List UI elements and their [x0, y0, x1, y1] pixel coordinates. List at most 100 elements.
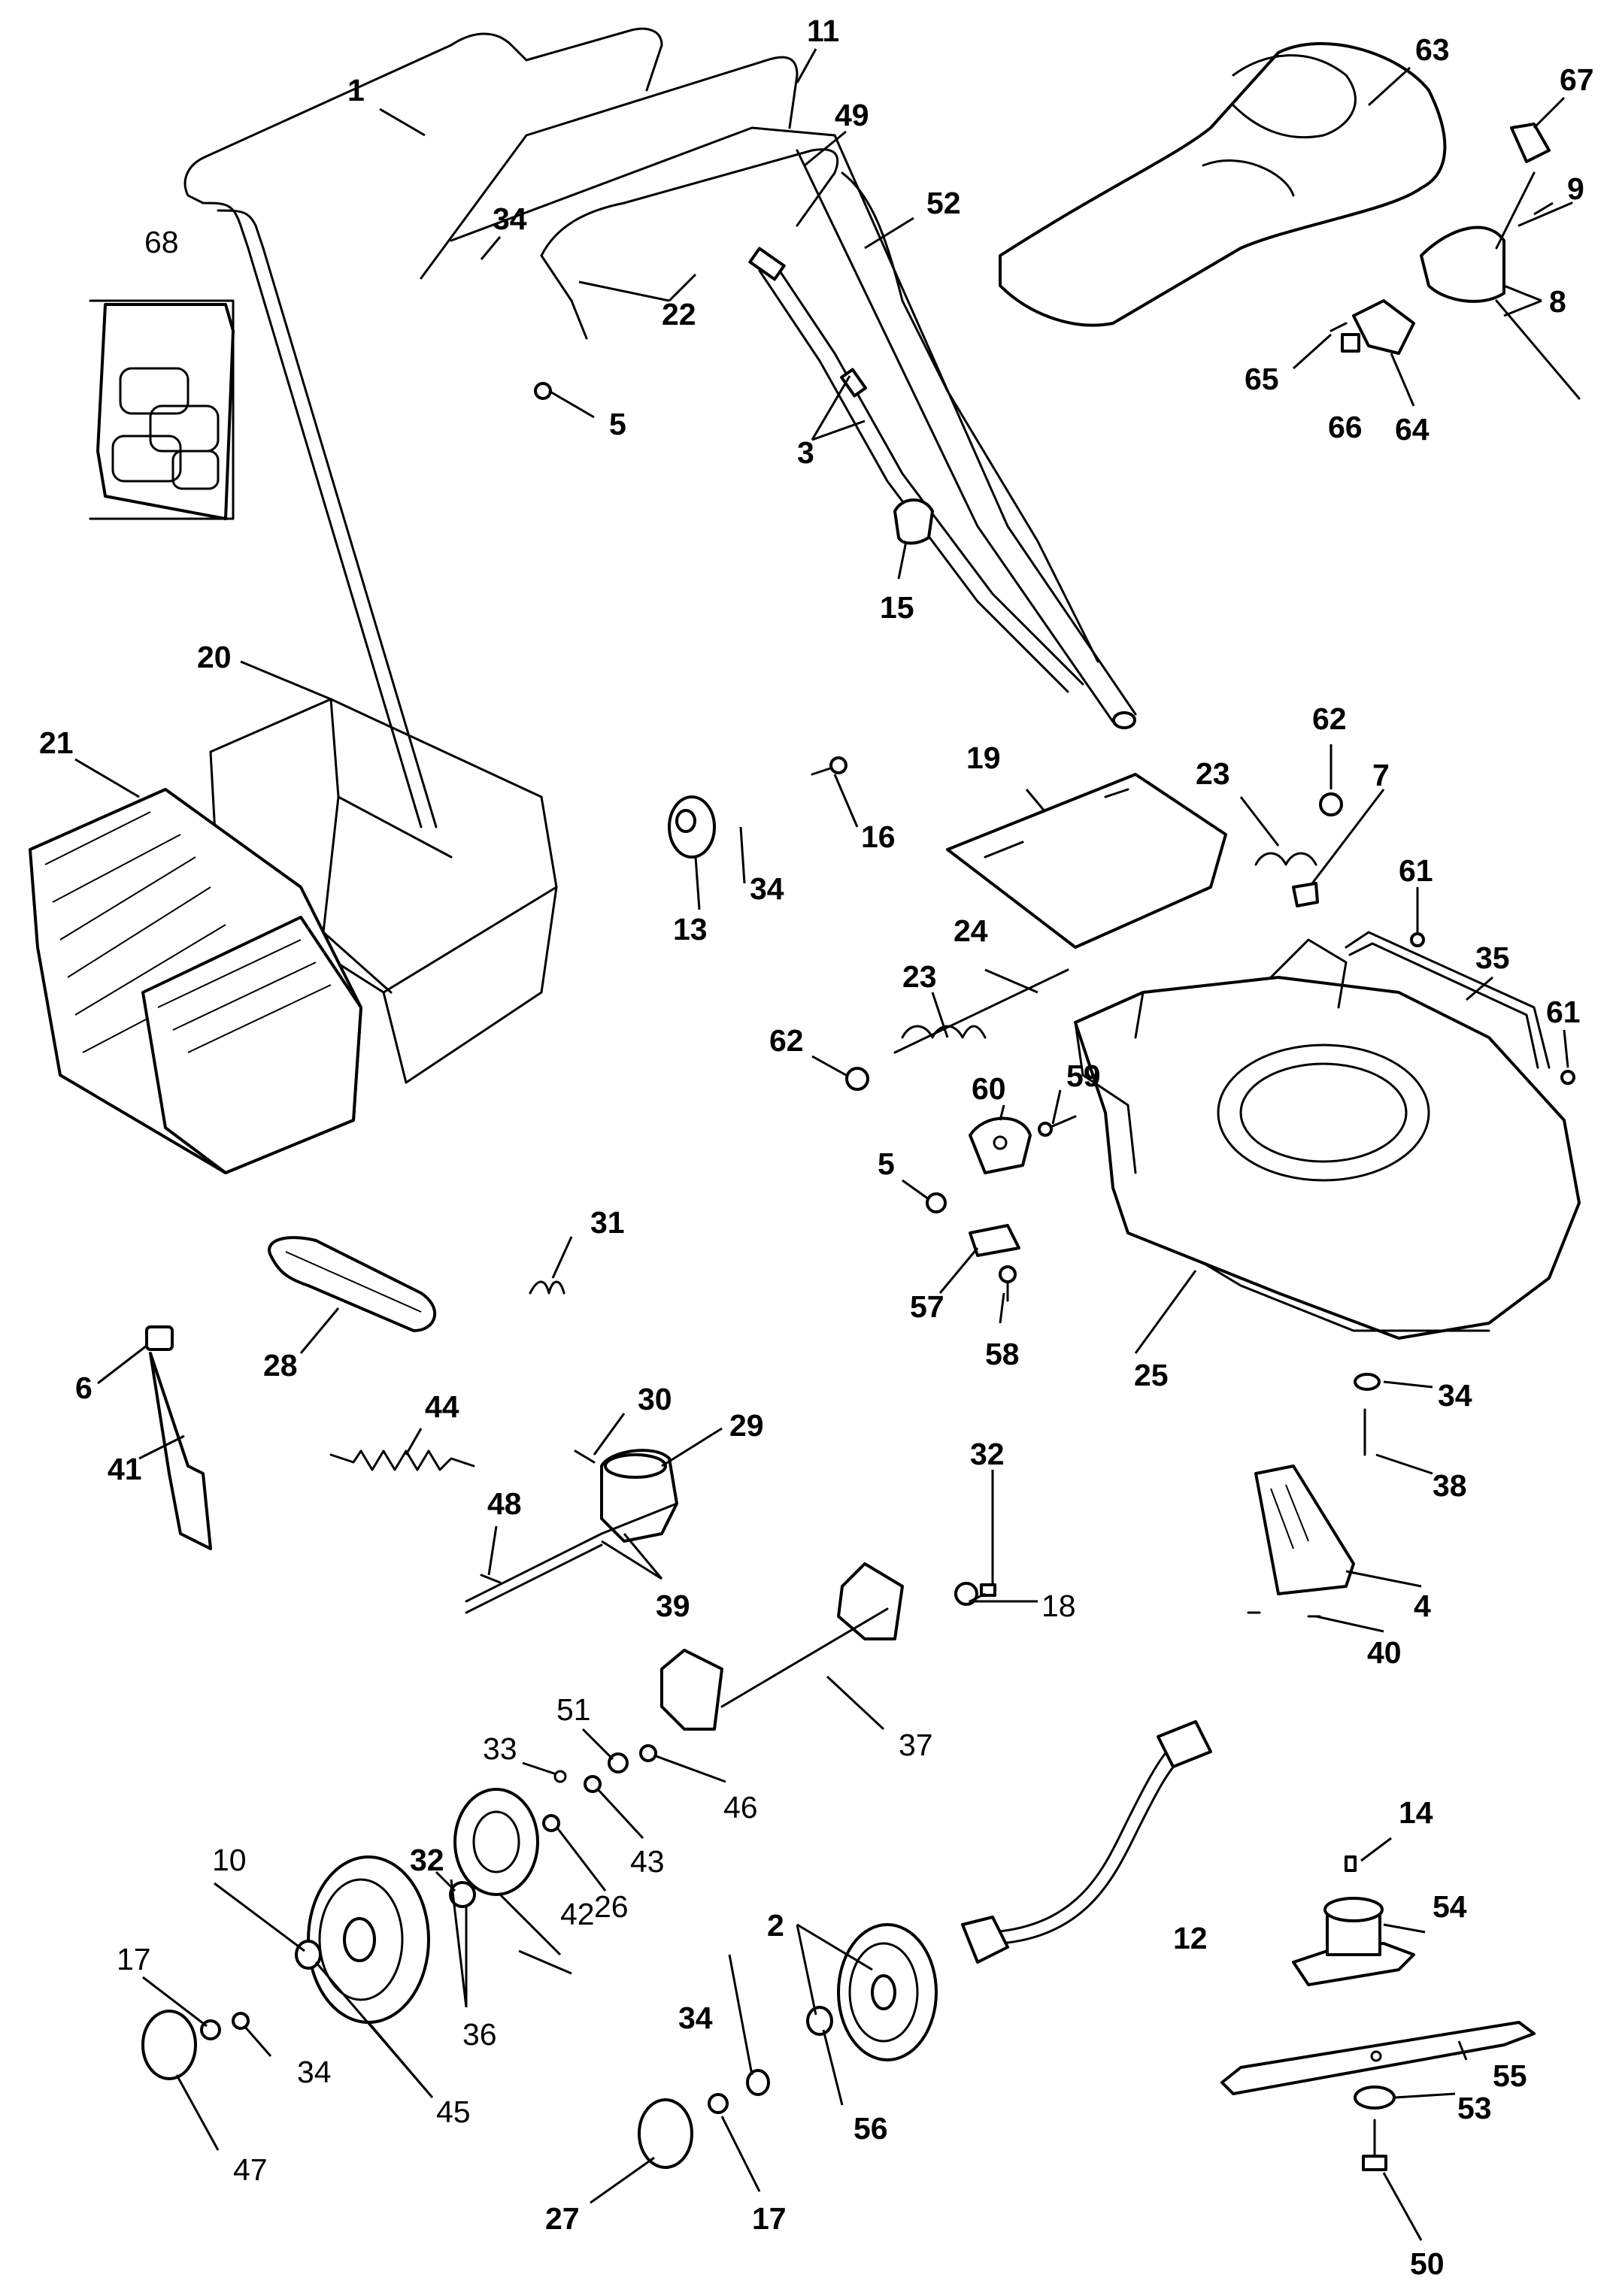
blade-55: [1220, 2021, 1536, 2095]
clip-33: [553, 1770, 567, 1783]
callout-4: 4: [1414, 1589, 1431, 1623]
callout-64: 64: [1395, 412, 1430, 447]
callout-32b: 32: [410, 1843, 444, 1877]
callout-48: 48: [487, 1486, 522, 1521]
callout-26: 26: [594, 1889, 629, 1924]
callout-38: 38: [1433, 1468, 1467, 1503]
nut-62-lower: [845, 1067, 869, 1091]
callout-30: 30: [638, 1382, 672, 1416]
callout-46: 46: [723, 1790, 758, 1825]
callout-16: 16: [861, 819, 896, 854]
nut-62-upper: [1319, 792, 1343, 816]
callout-34c: 34: [1438, 1378, 1472, 1413]
callout-18: 18: [1041, 1589, 1076, 1623]
callout-12: 12: [1173, 1921, 1208, 1955]
callout-54: 54: [1433, 1889, 1467, 1924]
washer-34-front: [746, 2069, 770, 2096]
callout-49: 49: [835, 98, 869, 132]
callout-62a: 62: [1312, 701, 1347, 736]
lever-41: [149, 1352, 212, 1550]
hub-cover-42: [453, 1788, 539, 1896]
callout-57: 57: [910, 1289, 944, 1324]
throttle-knob-67: [1510, 123, 1551, 163]
callout-15: 15: [880, 590, 914, 625]
callout-21: 21: [39, 725, 74, 760]
callout-52: 52: [926, 186, 961, 220]
screw-65: [1330, 322, 1348, 332]
adjuster-bar-35: [1345, 931, 1551, 1069]
spring-44: [329, 1449, 475, 1471]
blade-adapter-54: [1292, 1897, 1415, 1986]
screw-59: [1038, 1115, 1077, 1137]
callout-66: 66: [1328, 410, 1363, 444]
callout-7: 7: [1372, 758, 1390, 792]
callout-60: 60: [972, 1071, 1006, 1106]
callout-labels: 1 11 49 52 63 67 9 8 65 66 64 68 34 22 5…: [39, 14, 1594, 2281]
cable-clip-15: [893, 498, 934, 545]
callout-14: 14: [1399, 1795, 1433, 1830]
callout-25: 25: [1134, 1358, 1169, 1392]
callout-37: 37: [899, 1728, 933, 1762]
callout-40: 40: [1367, 1635, 1402, 1670]
gearbox-29: [600, 1449, 678, 1543]
cable-bail-49: [540, 148, 839, 340]
bolt-58: [999, 1265, 1017, 1302]
nut-66: [1341, 333, 1360, 353]
callout-39: 39: [656, 1589, 690, 1623]
callout-45: 45: [436, 2095, 471, 2129]
bolt-16: [811, 756, 847, 776]
handle-lower-11: [420, 56, 1137, 729]
callout-50: 50: [1410, 2246, 1445, 2281]
gear-32-upper: [954, 1582, 996, 1606]
callout-24: 24: [954, 913, 988, 948]
drive-belt-28: [268, 1236, 437, 1332]
washer-34-rear: [232, 2012, 250, 2030]
callout-23a: 23: [1196, 756, 1230, 791]
callout-1: 1: [347, 73, 365, 108]
callout-5b: 5: [878, 1146, 895, 1181]
washer-61-upper: [1410, 932, 1425, 947]
grass-bag-21: [29, 788, 362, 1174]
callout-41: 41: [108, 1452, 142, 1486]
pin-48: [480, 1574, 502, 1584]
callout-22: 22: [662, 297, 696, 332]
nut-17-front: [708, 2093, 729, 2114]
pin-30: [574, 1449, 596, 1464]
callout-32a: 32: [970, 1437, 1005, 1471]
callout-19: 19: [966, 741, 1001, 775]
washer-53: [1354, 2085, 1396, 2110]
callout-34a: 34: [493, 201, 527, 236]
hubcap-27: [638, 2098, 693, 2169]
callout-43: 43: [630, 1844, 665, 1879]
key-14: [1345, 1855, 1357, 1872]
callout-59: 59: [1066, 1059, 1101, 1093]
nut-5-lower: [926, 1192, 947, 1213]
grip-6: [145, 1325, 174, 1351]
engine-cover-63: [999, 42, 1447, 327]
bolt-50: [1362, 2119, 1387, 2171]
connecting-rod-12: [961, 1720, 1212, 1964]
callout-61b: 61: [1546, 995, 1581, 1029]
drive-shaft-39: [465, 1502, 678, 1614]
spring-31: [529, 1280, 565, 1295]
leader-lines: [74, 48, 1569, 2241]
callout-51: 51: [556, 1692, 591, 1727]
callout-3: 3: [797, 435, 814, 470]
callout-61a: 61: [1399, 853, 1433, 888]
callout-17a: 17: [117, 1942, 151, 1976]
callout-6: 6: [75, 1371, 92, 1405]
callout-13: 13: [673, 912, 708, 947]
torsion-spring-23-lower: [901, 1025, 987, 1039]
callout-27: 27: [545, 2201, 580, 2236]
callout-10: 10: [212, 1843, 247, 1877]
callout-44: 44: [425, 1389, 459, 1424]
plug-7: [1292, 882, 1319, 907]
decal-68: [89, 299, 235, 520]
bracket-64: [1352, 299, 1415, 355]
hubcap-47: [141, 2010, 197, 2080]
callout-56: 56: [853, 2111, 888, 2146]
callout-17b: 17: [752, 2201, 787, 2236]
callout-63: 63: [1415, 32, 1450, 67]
callout-8: 8: [1549, 284, 1566, 319]
